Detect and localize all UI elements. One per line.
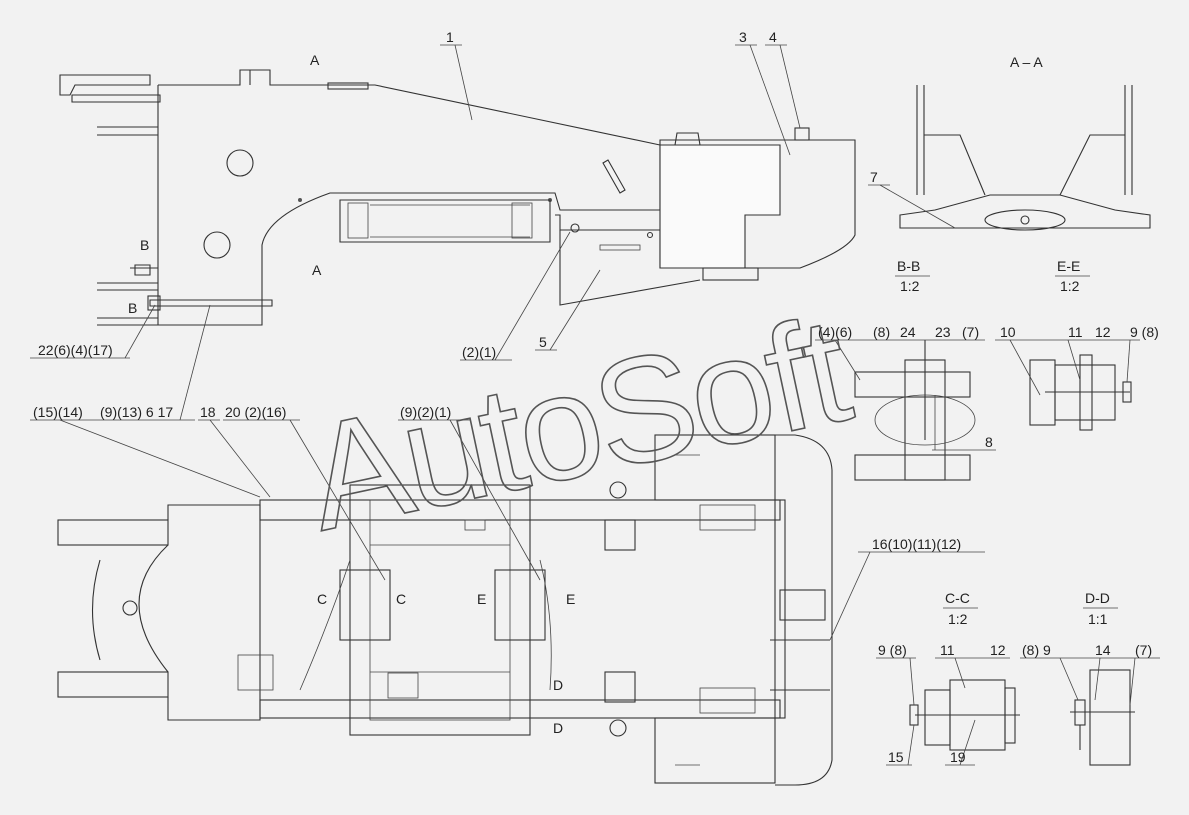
marker-D-top: D (553, 677, 563, 693)
marker-E-right: E (566, 591, 575, 607)
marker-A-top: A (310, 52, 320, 68)
callout-8: 8 (985, 434, 993, 450)
callout-7-paren: (7) (962, 324, 979, 340)
view-title-DD: D-D (1085, 590, 1110, 606)
section-AA (899, 85, 1151, 231)
callout-cc-19: 19 (950, 749, 966, 765)
callout-cc-11: 11 (940, 642, 955, 658)
callout-9-8: 9 (8) (1130, 324, 1159, 340)
callout-18: 18 (200, 404, 216, 420)
section-EE (1029, 354, 1132, 431)
section-BB (854, 340, 976, 481)
callout-16-10-11-12: 16(10)(11)(12) (872, 536, 961, 552)
callout-7: 7 (870, 169, 878, 185)
callout-12: 12 (1095, 324, 1111, 340)
view-title-AA: A – A (1010, 54, 1043, 70)
callout-dd-14: 14 (1095, 642, 1111, 658)
callout-8-paren: (8) (873, 324, 890, 340)
marker-B-bottom: B (128, 300, 137, 316)
view-scale-DD: 1:1 (1088, 611, 1108, 627)
marker-B-top: B (140, 237, 149, 253)
marker-A-bottom: A (312, 262, 322, 278)
callout-dd-7: (7) (1135, 642, 1152, 658)
callout-1: 1 (446, 29, 454, 45)
callout-24: 24 (900, 324, 916, 340)
callout-dd-8-9: (8) 9 (1022, 642, 1051, 658)
callout-cc-12: 12 (990, 642, 1006, 658)
view-scale-EE: 1:2 (1060, 278, 1080, 294)
marker-C-right: C (396, 591, 406, 607)
callout-2-1: (2)(1) (462, 344, 496, 360)
marker-E-left: E (477, 591, 486, 607)
callout-cc-15: 15 (888, 749, 904, 765)
side-view-frame (59, 69, 856, 326)
callout-11: 11 (1068, 324, 1083, 340)
callout-20-2-16: 20 (2)(16) (225, 404, 286, 420)
marker-C-left: C (317, 591, 327, 607)
callout-4-6: (4)(6) (818, 324, 852, 340)
callout-cc-9-8: 9 (8) (878, 642, 907, 658)
callouts: 1 3 4 7 5 (2)(1) 22(6)(4)(17) (15)(14) (… (33, 29, 1159, 765)
view-scale-BB: 1:2 (900, 278, 920, 294)
callout-9-13-6-17: (9)(13) 6 17 (100, 404, 173, 420)
section-DD (1070, 669, 1135, 766)
callout-23: 23 (935, 324, 951, 340)
view-titles: A – A B-B 1:2 E-E 1:2 C-C 1:2 D-D 1:1 (895, 54, 1118, 627)
section-CC (909, 679, 1020, 751)
callout-15-14: (15)(14) (33, 404, 83, 420)
section-markers: A A B B C C E E D D (128, 52, 575, 736)
marker-D-bottom: D (553, 720, 563, 736)
view-title-BB: B-B (897, 258, 920, 274)
callout-9-2-1: (9)(2)(1) (400, 404, 451, 420)
leader-lines (30, 44, 1160, 766)
view-scale-CC: 1:2 (948, 611, 968, 627)
view-title-CC: C-C (945, 590, 970, 606)
callout-10: 10 (1000, 324, 1016, 340)
view-title-EE: E-E (1057, 258, 1080, 274)
callout-22: 22(6)(4)(17) (38, 342, 113, 358)
plan-view-frame (57, 434, 833, 786)
callout-3: 3 (739, 29, 747, 45)
callout-4: 4 (769, 29, 777, 45)
callout-5: 5 (539, 334, 547, 350)
